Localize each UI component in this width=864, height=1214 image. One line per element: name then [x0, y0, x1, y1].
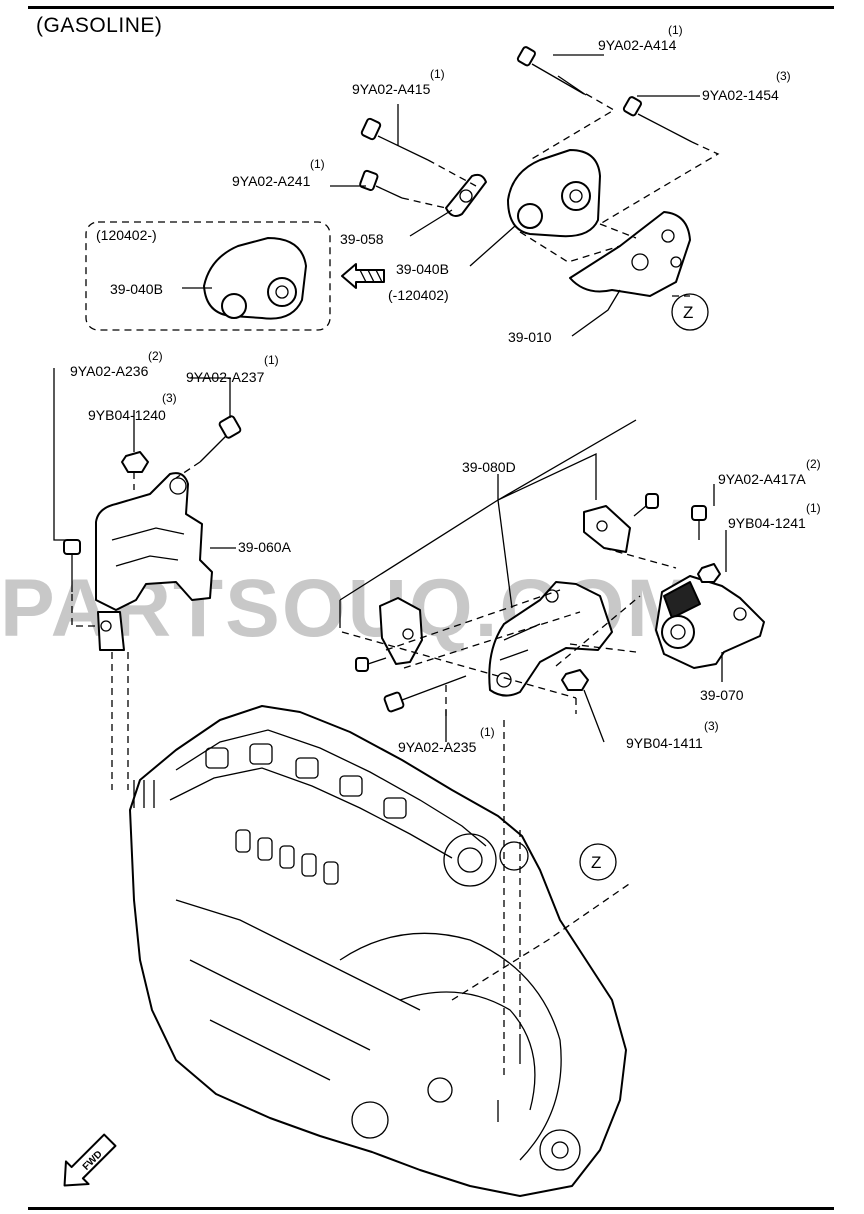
bolt-9ya02-a241[interactable] — [359, 169, 403, 199]
label-39-060a: 39-060A — [238, 539, 292, 555]
qty-9ya02-a415: (1) — [430, 67, 445, 81]
page-title: (GASOLINE) — [36, 14, 163, 37]
bolt-9ya02-a236[interactable] — [63, 539, 81, 592]
bracket-39-080d-left[interactable] — [379, 597, 423, 665]
label-9ya02-a236: 9YA02-A236 — [70, 363, 149, 379]
qty-9ya02-a236: (2) — [148, 349, 163, 363]
label-9ya02-a235: 9YA02-A235 — [398, 739, 477, 755]
label-39-040b-range-new: (120402-) — [96, 227, 157, 243]
bracket-39-080d-upper[interactable] — [583, 505, 631, 553]
qty-9ya02-a417a: (2) — [806, 457, 821, 471]
bolt-9ya02-a417a[interactable] — [691, 505, 707, 540]
label-9yb04-1241: 9YB04-1241 — [728, 515, 806, 531]
svg-text:Z: Z — [591, 853, 601, 872]
label-39-040b: 39-040B — [396, 261, 449, 277]
label-9yb04-1411: 9YB04-1411 — [626, 735, 703, 751]
qty-9yb04-1411: (3) — [704, 719, 719, 733]
engine-mount-39-070[interactable] — [655, 575, 765, 669]
nut-9yb04-1411[interactable] — [561, 669, 589, 691]
label-39-080d: 39-080D — [462, 459, 516, 475]
engine-mount-39-040b[interactable] — [507, 149, 601, 238]
engine-mount-39-040b-alt[interactable] — [203, 237, 307, 320]
reference-z-bracket: Z — [671, 293, 709, 331]
qty-9ya02-a235: (1) — [480, 725, 495, 739]
label-39-070: 39-070 — [700, 687, 744, 703]
bolt-9ya02-a415[interactable] — [360, 117, 429, 161]
label-39-040b-alt: 39-040B — [110, 281, 163, 297]
label-39-058: 39-058 — [340, 231, 384, 247]
bolt-9ya02-a414[interactable] — [516, 46, 587, 96]
qty-9yb04-1241: (1) — [806, 501, 821, 515]
bolt-9ya02-1454[interactable] — [622, 96, 693, 143]
label-9ya02-a415: 9YA02-A415 — [352, 81, 431, 97]
bracket-39-010[interactable] — [569, 211, 691, 297]
label-9yb04-1240: 9YB04-1240 — [88, 407, 166, 423]
nut-9yb04-1240[interactable] — [121, 451, 149, 473]
nut-9yb04-1241[interactable] — [697, 563, 721, 583]
label-9ya02-a241: 9YA02-A241 — [232, 173, 311, 189]
bolt-9ya02-a235[interactable] — [383, 675, 467, 713]
qty-9ya02-a237: (1) — [264, 353, 279, 367]
label-39-040b-range-old: (-120402) — [388, 287, 449, 303]
label-9ya02-a414: 9YA02-A414 — [598, 37, 677, 53]
direction-arrow — [341, 263, 385, 289]
svg-text:Z: Z — [683, 303, 693, 322]
bolt-39-080d-upper[interactable] — [633, 493, 659, 517]
engine-transaxle-assembly — [129, 705, 627, 1197]
qty-9ya02-1454: (3) — [776, 69, 791, 83]
bolt-39-080d-left[interactable] — [355, 657, 387, 672]
top-border — [28, 6, 834, 9]
reference-z-engine: Z — [579, 843, 617, 881]
bottom-border — [28, 1207, 834, 1210]
label-9ya02-a237: 9YA02-A237 — [186, 369, 265, 385]
fwd-direction-marker: FWD — [63, 1133, 117, 1187]
bracket-39-080d-main[interactable] — [488, 581, 613, 697]
qty-9yb04-1240: (3) — [162, 391, 177, 405]
label-9ya02-a417a: 9YA02-A417A — [718, 471, 806, 487]
leader-39-080d — [339, 419, 637, 628]
label-39-010: 39-010 — [508, 329, 552, 345]
bolt-9ya02-a237[interactable] — [199, 415, 242, 463]
washer-39-058[interactable] — [445, 173, 487, 217]
qty-9ya02-a414: (1) — [668, 23, 683, 37]
label-9ya02-1454: 9YA02-1454 — [702, 87, 779, 103]
qty-9ya02-a241: (1) — [310, 157, 325, 171]
engine-mount-39-060a[interactable] — [95, 472, 213, 651]
alternate-mount-box — [85, 221, 331, 331]
